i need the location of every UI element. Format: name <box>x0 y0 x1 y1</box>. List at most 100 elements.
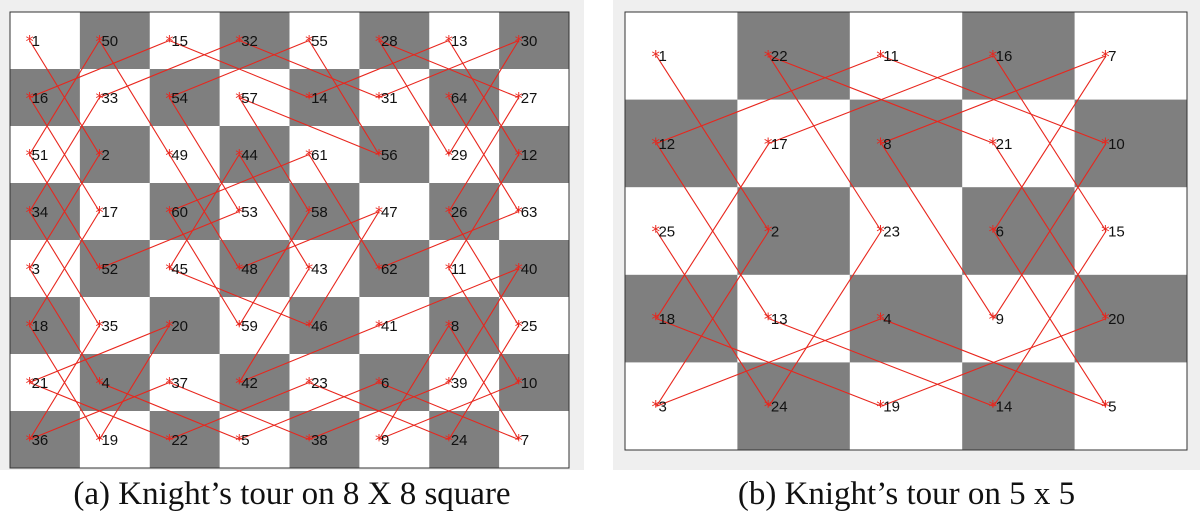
move-number: 5 <box>241 432 249 449</box>
tour-move-segment <box>880 143 995 319</box>
move-number: 60 <box>171 204 188 221</box>
asterisk-icon: * <box>305 374 313 393</box>
tour-move-segment <box>308 40 380 155</box>
move-number: 8 <box>883 136 891 153</box>
dark-square <box>359 126 430 184</box>
tour-move-segment <box>169 39 310 99</box>
light-square <box>429 354 500 412</box>
asterisk-icon: * <box>375 89 383 108</box>
tour-move-segment <box>448 40 520 155</box>
dark-square <box>429 297 500 355</box>
asterisk-icon: * <box>165 260 173 279</box>
tour-move-segment <box>29 40 100 155</box>
asterisk-icon: * <box>95 146 103 165</box>
move-number: 55 <box>311 33 328 50</box>
dark-square <box>79 12 151 70</box>
dark-square <box>79 240 151 298</box>
asterisk-icon: * <box>95 374 103 393</box>
asterisk-icon: * <box>989 135 998 155</box>
knight-tour-board-5x5: *1*22*11*16*7*12*17*8*21*10*25*2*23*6*15… <box>624 11 1188 451</box>
asterisk-icon: * <box>235 32 243 51</box>
asterisk-icon: * <box>515 374 523 393</box>
asterisk-icon: * <box>305 32 313 51</box>
move-number: 12 <box>521 147 538 164</box>
asterisk-icon: * <box>305 203 313 222</box>
asterisk-icon: * <box>305 260 313 279</box>
move-number: 14 <box>996 399 1013 416</box>
tour-move-segment <box>98 40 170 155</box>
tour-move-segment <box>29 325 100 440</box>
light-square <box>359 411 430 469</box>
asterisk-icon: * <box>989 398 998 418</box>
asterisk-icon: * <box>515 146 523 165</box>
dark-square <box>737 12 851 101</box>
light-square <box>10 240 81 298</box>
light-square <box>219 183 290 241</box>
light-square <box>289 240 360 298</box>
move-number: 33 <box>101 90 118 107</box>
move-number: 23 <box>311 375 328 392</box>
move-number: 47 <box>381 204 398 221</box>
dark-square <box>219 126 290 184</box>
asterisk-icon: * <box>26 431 34 450</box>
move-number: 43 <box>311 261 328 278</box>
move-number: 4 <box>101 375 109 392</box>
board-panel-5x5: *1*22*11*16*7*12*17*8*21*10*25*2*23*6*15… <box>613 0 1200 470</box>
asterisk-icon: * <box>876 47 885 67</box>
light-square <box>429 126 500 184</box>
asterisk-icon: * <box>445 317 453 336</box>
asterisk-icon: * <box>764 222 773 242</box>
light-square <box>962 274 1076 363</box>
move-number: 61 <box>311 147 328 164</box>
dark-square <box>10 69 81 127</box>
move-number: 27 <box>521 90 538 107</box>
dark-square <box>219 12 290 70</box>
asterisk-icon: * <box>305 431 313 450</box>
asterisk-icon: * <box>515 203 523 222</box>
asterisk-icon: * <box>165 431 173 450</box>
asterisk-icon: * <box>876 135 885 155</box>
light-square <box>737 99 851 188</box>
light-square <box>625 362 738 451</box>
asterisk-icon: * <box>876 398 885 418</box>
asterisk-icon: * <box>989 222 998 242</box>
tour-move-segment <box>881 318 1107 407</box>
tour-move-segment <box>378 267 519 327</box>
move-number: 7 <box>521 432 529 449</box>
light-square <box>79 411 151 469</box>
asterisk-icon: * <box>445 260 453 279</box>
dark-square <box>429 69 500 127</box>
asterisk-icon: * <box>95 260 103 279</box>
asterisk-icon: * <box>95 32 103 51</box>
move-number: 52 <box>101 261 118 278</box>
light-square <box>499 411 570 469</box>
light-square <box>962 99 1076 188</box>
light-square <box>149 240 221 298</box>
asterisk-icon: * <box>375 203 383 222</box>
move-number: 50 <box>101 33 118 50</box>
light-square <box>499 69 570 127</box>
dark-square <box>149 69 221 127</box>
asterisk-icon: * <box>165 317 173 336</box>
asterisk-icon: * <box>95 89 103 108</box>
dark-square <box>625 274 738 363</box>
dark-square <box>79 126 151 184</box>
light-square <box>429 240 500 298</box>
asterisk-icon: * <box>26 203 34 222</box>
move-number: 23 <box>883 223 900 240</box>
dark-square <box>1074 274 1188 363</box>
move-number: 25 <box>658 223 675 240</box>
dark-square <box>359 12 430 70</box>
move-number: 41 <box>381 318 398 335</box>
light-square <box>625 12 738 101</box>
move-number: 21 <box>32 375 49 392</box>
tour-move-segment <box>238 39 380 99</box>
tour-move-segment <box>169 267 310 327</box>
move-number: 5 <box>1108 399 1116 416</box>
tour-move-segment <box>448 97 520 212</box>
asterisk-icon: * <box>165 89 173 108</box>
tour-move-segment <box>656 55 882 144</box>
move-number: 38 <box>311 432 328 449</box>
move-number: 25 <box>521 318 538 335</box>
dark-square <box>289 411 360 469</box>
